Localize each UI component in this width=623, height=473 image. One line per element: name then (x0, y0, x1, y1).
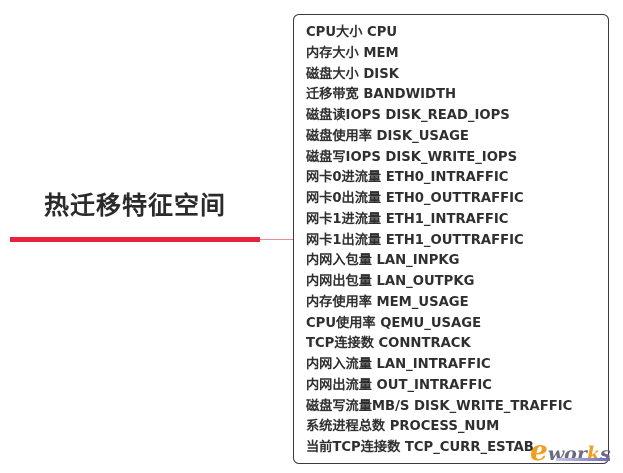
feature-item: 网卡1出流量 ETH1_OUTTRAFFIC (306, 232, 524, 248)
feature-item: 内网出包量 LAN_OUTPKG (306, 274, 475, 289)
feature-list-box: CPU大小 CPU 内存大小 MEM 磁盘大小 DISK 迁移带宽 BANDWI… (293, 14, 609, 464)
feature-item: 磁盘大小 DISK (306, 66, 399, 82)
feature-item: 内存使用率 MEM_USAGE (306, 294, 469, 310)
eworks-watermark-logo: eworks (530, 434, 611, 467)
feature-item: CPU大小 CPU (306, 25, 398, 40)
feature-item: TCP连接数 CONNTRACK (306, 336, 471, 352)
feature-item: 网卡0出流量 ETH0_OUTTRAFFIC (306, 191, 524, 206)
feature-item: CPU使用率 QEMU_USAGE (306, 315, 482, 331)
root-node-underline (10, 237, 260, 242)
feature-item: 内网入流量 LAN_INTRAFFIC (306, 357, 491, 372)
watermark-e: e (530, 434, 548, 467)
feature-item: 磁盘读IOPS DISK_READ_IOPS (306, 108, 510, 123)
feature-item: 内存大小 MEM (306, 45, 399, 61)
feature-item: 迁移带宽 BANDWIDTH (306, 87, 457, 103)
watermark-underline (556, 458, 610, 461)
branch-connector (260, 239, 294, 240)
watermark-mid: wor (547, 443, 587, 465)
feature-item: 磁盘写IOPS DISK_WRITE_IOPS (306, 149, 518, 165)
feature-item: 磁盘写流量MB/S DISK_WRITE_TRAFFIC (306, 398, 573, 414)
feature-list: CPU大小 CPU 内存大小 MEM 磁盘大小 DISK 迁移带宽 BANDWI… (306, 23, 572, 459)
feature-item: 网卡0进流量 ETH0_INTRAFFIC (306, 170, 509, 186)
feature-item: 内网出流量 OUT_INTRAFFIC (306, 377, 492, 393)
watermark-end: s (600, 443, 611, 465)
feature-item: 内网入包量 LAN_INPKG (306, 253, 460, 269)
feature-item: 当前TCP连接数 TCP_CURR_ESTAB (306, 440, 534, 455)
feature-item: 磁盘使用率 DISK_USAGE (306, 128, 469, 144)
root-node-title: 热迁移特征空间 (44, 191, 227, 220)
watermark-k: k (586, 443, 601, 465)
feature-item: 系统进程总数 PROCESS_NUM (306, 419, 500, 435)
feature-item: 网卡1进流量 ETH1_INTRAFFIC (306, 211, 509, 227)
